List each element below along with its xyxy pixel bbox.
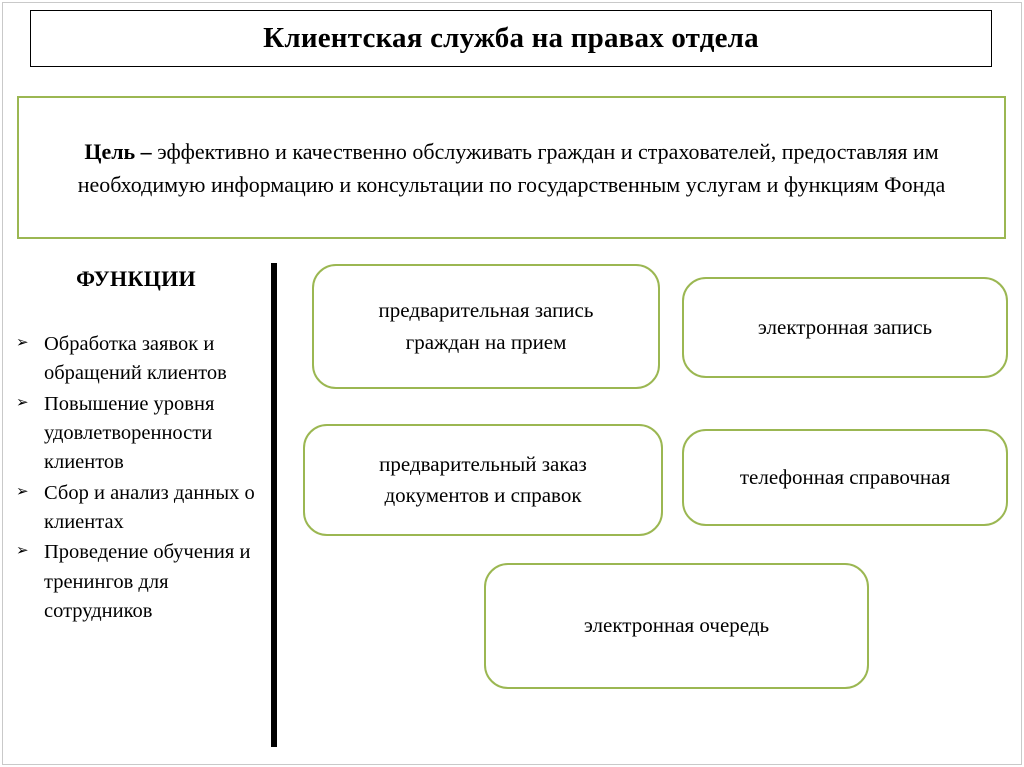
list-item: ➢ Обработка заявок и обращений клиентов — [12, 330, 264, 389]
list-item: ➢ Проведение обучения и тренингов для со… — [12, 538, 264, 626]
arrow-bullet-icon: ➢ — [16, 481, 29, 500]
page-title: Клиентская служба на правах отдела — [263, 22, 759, 54]
list-item: ➢ Повышение уровня удовлетворенности кли… — [12, 390, 264, 478]
vertical-divider — [271, 263, 277, 747]
list-item: ➢ Сбор и анализ данных о клиентах — [12, 479, 264, 538]
service-label: электронная очередь — [583, 613, 770, 638]
service-label: телефонная справочная — [739, 464, 951, 489]
goal-label: Цель – — [84, 138, 152, 164]
service-label: электронная запись — [757, 314, 933, 339]
functions-heading: ФУНКЦИИ — [76, 266, 196, 291]
list-item-label: Сбор и анализ данных о клиентах — [44, 481, 255, 533]
goal-text: эффективно и качественно обслуживать гра… — [77, 138, 946, 197]
service-box-electronic-appointment: электронная запись — [682, 277, 1008, 378]
service-box-preliminary-appointment: предварительная запись граждан на прием — [312, 264, 660, 389]
arrow-bullet-icon: ➢ — [16, 541, 29, 560]
service-label: предварительная запись граждан на прием — [378, 298, 594, 354]
functions-list: ➢ Обработка заявок и обращений клиентов … — [12, 330, 264, 627]
arrow-bullet-icon: ➢ — [16, 392, 29, 411]
arrow-bullet-icon: ➢ — [16, 333, 29, 351]
title-box: Клиентская служба на правах отдела — [30, 10, 992, 67]
list-item-label: Обработка заявок и обращений клиентов — [44, 333, 227, 385]
service-box-document-preorder: предварительный заказ документов и справ… — [303, 424, 663, 536]
goal-paragraph: Цель – эффективно и качественно обслужив… — [45, 135, 978, 201]
service-label: предварительный заказ документов и справ… — [379, 451, 587, 508]
list-item-label: Повышение уровня удовлетворенности клиен… — [44, 392, 215, 474]
service-box-electronic-queue: электронная очередь — [484, 563, 869, 689]
list-item-label: Проведение обучения и тренингов для сотр… — [44, 541, 251, 622]
goal-box: Цель – эффективно и качественно обслужив… — [17, 96, 1006, 239]
service-box-phone-helpdesk: телефонная справочная — [682, 429, 1008, 526]
